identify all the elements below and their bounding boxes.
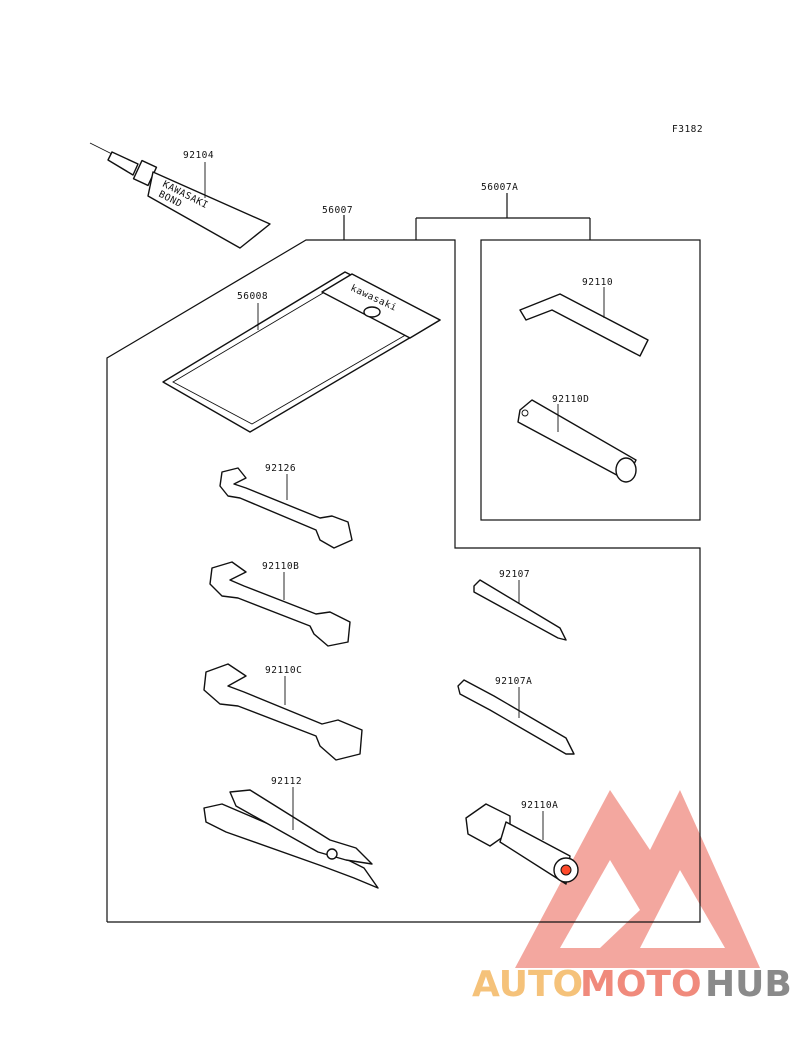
label-bond: 92104: [183, 150, 214, 161]
label-screwdriver-92107: 92107: [499, 569, 530, 580]
label-spark-plug-wrench: 92110D: [552, 394, 589, 405]
watermark-part1: AUTO: [472, 964, 583, 1005]
label-hex-wrench: 92110: [582, 277, 613, 288]
label-screwdriver-92107a: 92107A: [495, 676, 532, 687]
watermark-text: AUTO MOTO HUB: [472, 964, 792, 1005]
screwdriver-92107: [473, 579, 567, 641]
label-tool-bag: 56008: [237, 291, 268, 302]
tool-bag: kawasaki: [162, 271, 441, 433]
label-wrench-92110c: 92110C: [265, 665, 302, 676]
watermark-part3: HUB: [705, 964, 792, 1005]
label-tool-kit: 56007: [322, 205, 353, 216]
wrench-92110b: [209, 561, 351, 647]
ref-code: F3182: [672, 124, 703, 135]
watermark-logo-icon: [515, 790, 760, 968]
label-box-wrench: 92110A: [521, 800, 558, 811]
pliers: [203, 789, 379, 889]
box-wrench: [465, 803, 579, 885]
watermark-part2: MOTO: [580, 964, 702, 1005]
screwdriver-92107a: [457, 679, 575, 755]
label-pliers: 92112: [271, 776, 302, 787]
label-wrench-92110b: 92110B: [262, 561, 299, 572]
label-sub-kit: 56007A: [481, 182, 518, 193]
bond-tube: KAWASAKI BOND: [89, 142, 271, 249]
wrench-92110c: [203, 663, 363, 761]
spark-plug-wrench: [517, 399, 637, 483]
hex-wrench: [519, 293, 649, 357]
kit-boundary: [106, 239, 701, 923]
label-wrench-92126: 92126: [265, 463, 296, 474]
wrench-92126: [219, 467, 353, 549]
